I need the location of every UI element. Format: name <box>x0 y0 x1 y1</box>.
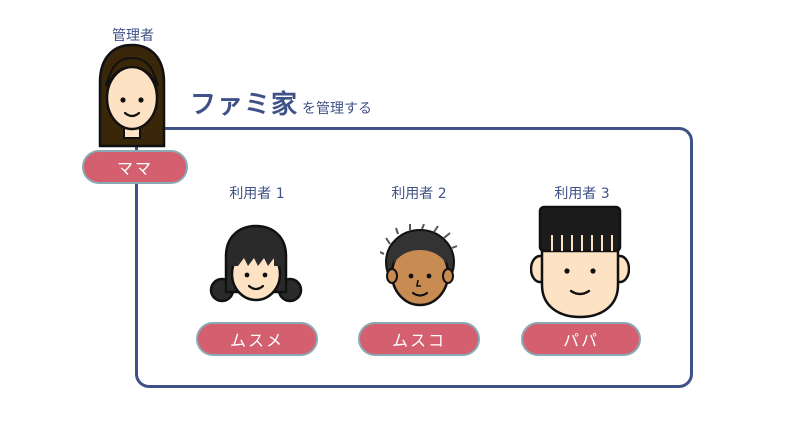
papa-name-badge[interactable]: パパ <box>521 322 641 356</box>
daughter-avatar-icon <box>209 224 303 303</box>
user3-role-label: 利用者 3 <box>554 186 610 202</box>
mama-name-badge[interactable]: ママ <box>82 150 188 184</box>
son-name-badge[interactable]: ムスコ <box>358 322 480 356</box>
user2-role-label: 利用者 2 <box>391 186 447 202</box>
papa-avatar-icon <box>530 205 630 319</box>
son-avatar-icon <box>380 224 458 307</box>
mama-avatar-icon <box>98 43 166 148</box>
title-sub: を管理する <box>302 101 373 117</box>
title-main: ファミ家 <box>190 90 299 120</box>
daughter-name-badge[interactable]: ムスメ <box>196 322 318 356</box>
user1-role-label: 利用者 1 <box>229 186 285 202</box>
admin-role-label: 管理者 <box>112 28 154 44</box>
page-title: ファミ家を管理する <box>190 84 372 121</box>
